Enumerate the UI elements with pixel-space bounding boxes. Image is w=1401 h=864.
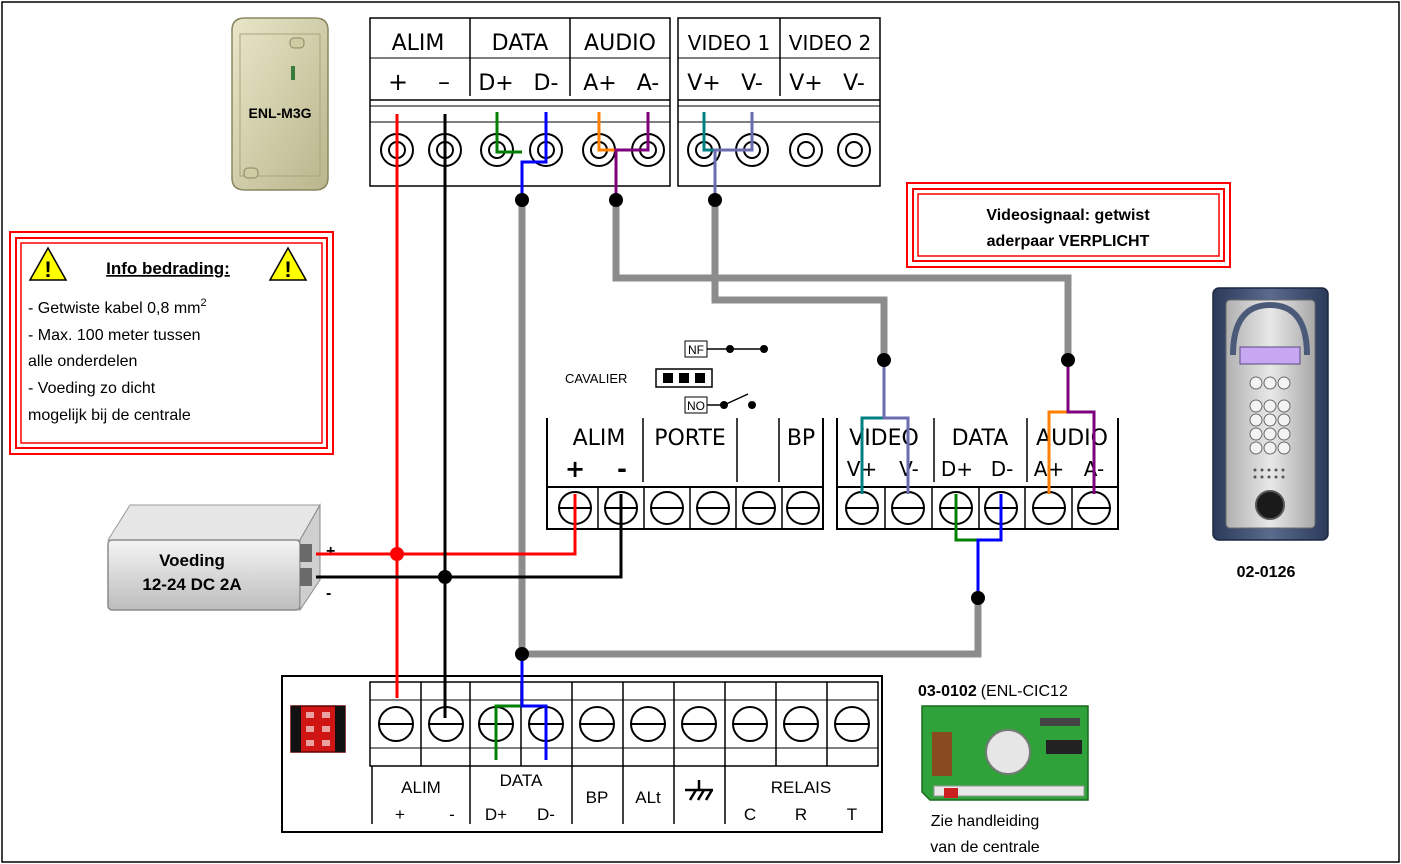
mid-right-data: DATA xyxy=(952,426,1009,451)
bottom-data-minus: D- xyxy=(537,805,555,824)
power-supply-line2: 12-24 DC 2A xyxy=(142,575,241,594)
top-terminal-block: ALIM DATA AUDIO + – D+ D- A+ A- xyxy=(369,17,671,187)
panel-camera xyxy=(1255,490,1285,520)
bottom-terminal-block: ALIM + - DATA D+ D- BP ALt RELAIS C R T xyxy=(281,675,883,833)
video1-group-label: VIDEO 1 xyxy=(688,31,770,55)
bottom-data-label: DATA xyxy=(500,771,543,790)
ground-icon xyxy=(685,780,714,801)
top-group-alim: ALIM xyxy=(392,31,445,56)
panel-display xyxy=(1239,346,1301,365)
bottom-data-plus: D+ xyxy=(485,805,507,824)
video1-pin-vplus: V+ xyxy=(687,71,720,96)
bottom-relais-c: C xyxy=(744,805,756,824)
info-line-1: - Getwiste kabel 0,8 mm2 xyxy=(28,297,207,317)
svg-text:!: ! xyxy=(44,257,51,282)
video1-pin-vminus: V- xyxy=(741,71,763,96)
video2-group-label: VIDEO 2 xyxy=(789,31,871,55)
panel-label: 02-0126 xyxy=(1237,564,1296,581)
bottom-alim-label: ALIM xyxy=(401,778,441,797)
info-line-1-superscript: 2 xyxy=(201,297,207,309)
module-label: ENL-M3G xyxy=(249,105,312,121)
warning-icon xyxy=(28,246,68,281)
intercom-panel: 02-0126 xyxy=(1212,287,1329,581)
mid-right-pin-dplus: D+ xyxy=(941,457,973,481)
mid-left-porte: PORTE xyxy=(654,426,726,451)
info-line-2: - Max. 100 meter tussen xyxy=(28,327,201,344)
red-connector-icon xyxy=(290,705,346,753)
mid-left-pin-plus: + xyxy=(565,455,585,483)
cavalier-label: CAVALIER xyxy=(565,371,627,386)
top-pin-minus: – xyxy=(438,68,450,96)
top-pin-dminus: D- xyxy=(534,71,559,96)
central-note-2: van de centrale xyxy=(930,839,1040,856)
cavalier-jumper: CAVALIER NF NO xyxy=(565,340,768,414)
info-box-title: Info bedrading: xyxy=(106,259,230,278)
central-note-1: Zie handleiding xyxy=(931,813,1040,830)
power-supply: Voeding 12-24 DC 2A + - xyxy=(107,503,335,612)
bottom-alim-minus: - xyxy=(449,805,455,824)
video-signal-box: Videosignaal: getwist aderpaar VERPLICHT xyxy=(906,182,1231,268)
mid-right-audio: AUDIO xyxy=(1036,426,1108,451)
power-supply-line1: Voeding xyxy=(159,551,225,570)
wire-junctions xyxy=(390,193,1075,661)
top-pin-aminus: A- xyxy=(637,71,660,96)
central-code: 03-0102 xyxy=(918,683,977,700)
video-signal-line-2: aderpaar VERPLICHT xyxy=(987,233,1150,250)
bottom-alt-label: ALt xyxy=(635,788,661,807)
bottom-relais-r: R xyxy=(795,805,807,824)
info-line-5: mogelijk bij de centrale xyxy=(28,407,191,424)
info-line-4: - Voeding zo dicht xyxy=(28,380,156,397)
bottom-relais-t: T xyxy=(847,805,857,824)
mid-right-pin-dminus: D- xyxy=(991,457,1014,481)
mid-left-bp: BP xyxy=(787,426,815,451)
info-line-3: alle onderdelen xyxy=(28,353,137,370)
central-label: 03-0102(ENL-CIC12 xyxy=(918,683,1068,700)
mid-left-terminal: ALIM PORTE BP + - xyxy=(546,418,824,530)
central-model: (ENL-CIC12 xyxy=(981,683,1068,700)
top-group-data: DATA xyxy=(492,31,549,56)
warning-icon xyxy=(268,246,308,281)
top-group-audio: AUDIO xyxy=(584,31,656,56)
top-pin-plus: + xyxy=(388,68,408,96)
power-supply-plus: + xyxy=(326,543,335,560)
central-board: 03-0102(ENL-CIC12 Zie handleiding van de… xyxy=(918,683,1089,856)
video2-pin-vplus: V+ xyxy=(789,71,822,96)
wiring-info-box: ! ! Info bedrading: - Getwiste kabel 0,8… xyxy=(9,231,334,455)
video2-pin-vminus: V- xyxy=(843,71,865,96)
bottom-alim-plus: + xyxy=(395,805,405,824)
video-signal-line-1: Videosignaal: getwist xyxy=(986,207,1150,224)
cavalier-nf: NF xyxy=(688,343,704,357)
wiring xyxy=(316,112,1096,760)
mid-left-alim: ALIM xyxy=(573,426,626,451)
top-pin-aplus: A+ xyxy=(583,71,616,96)
enl-m3g-module: ENL-M3G xyxy=(231,17,329,191)
bottom-bp-label: BP xyxy=(586,788,609,807)
mid-left-pin-minus: - xyxy=(617,455,627,483)
bottom-relais-label: RELAIS xyxy=(771,778,831,797)
svg-text:!: ! xyxy=(284,257,291,282)
cavalier-no: NO xyxy=(687,399,705,413)
top-pin-dplus: D+ xyxy=(478,71,513,96)
power-supply-minus: - xyxy=(326,585,331,602)
video-terminal-block: VIDEO 1 VIDEO 2 V+ V- V+ V- xyxy=(677,17,881,187)
